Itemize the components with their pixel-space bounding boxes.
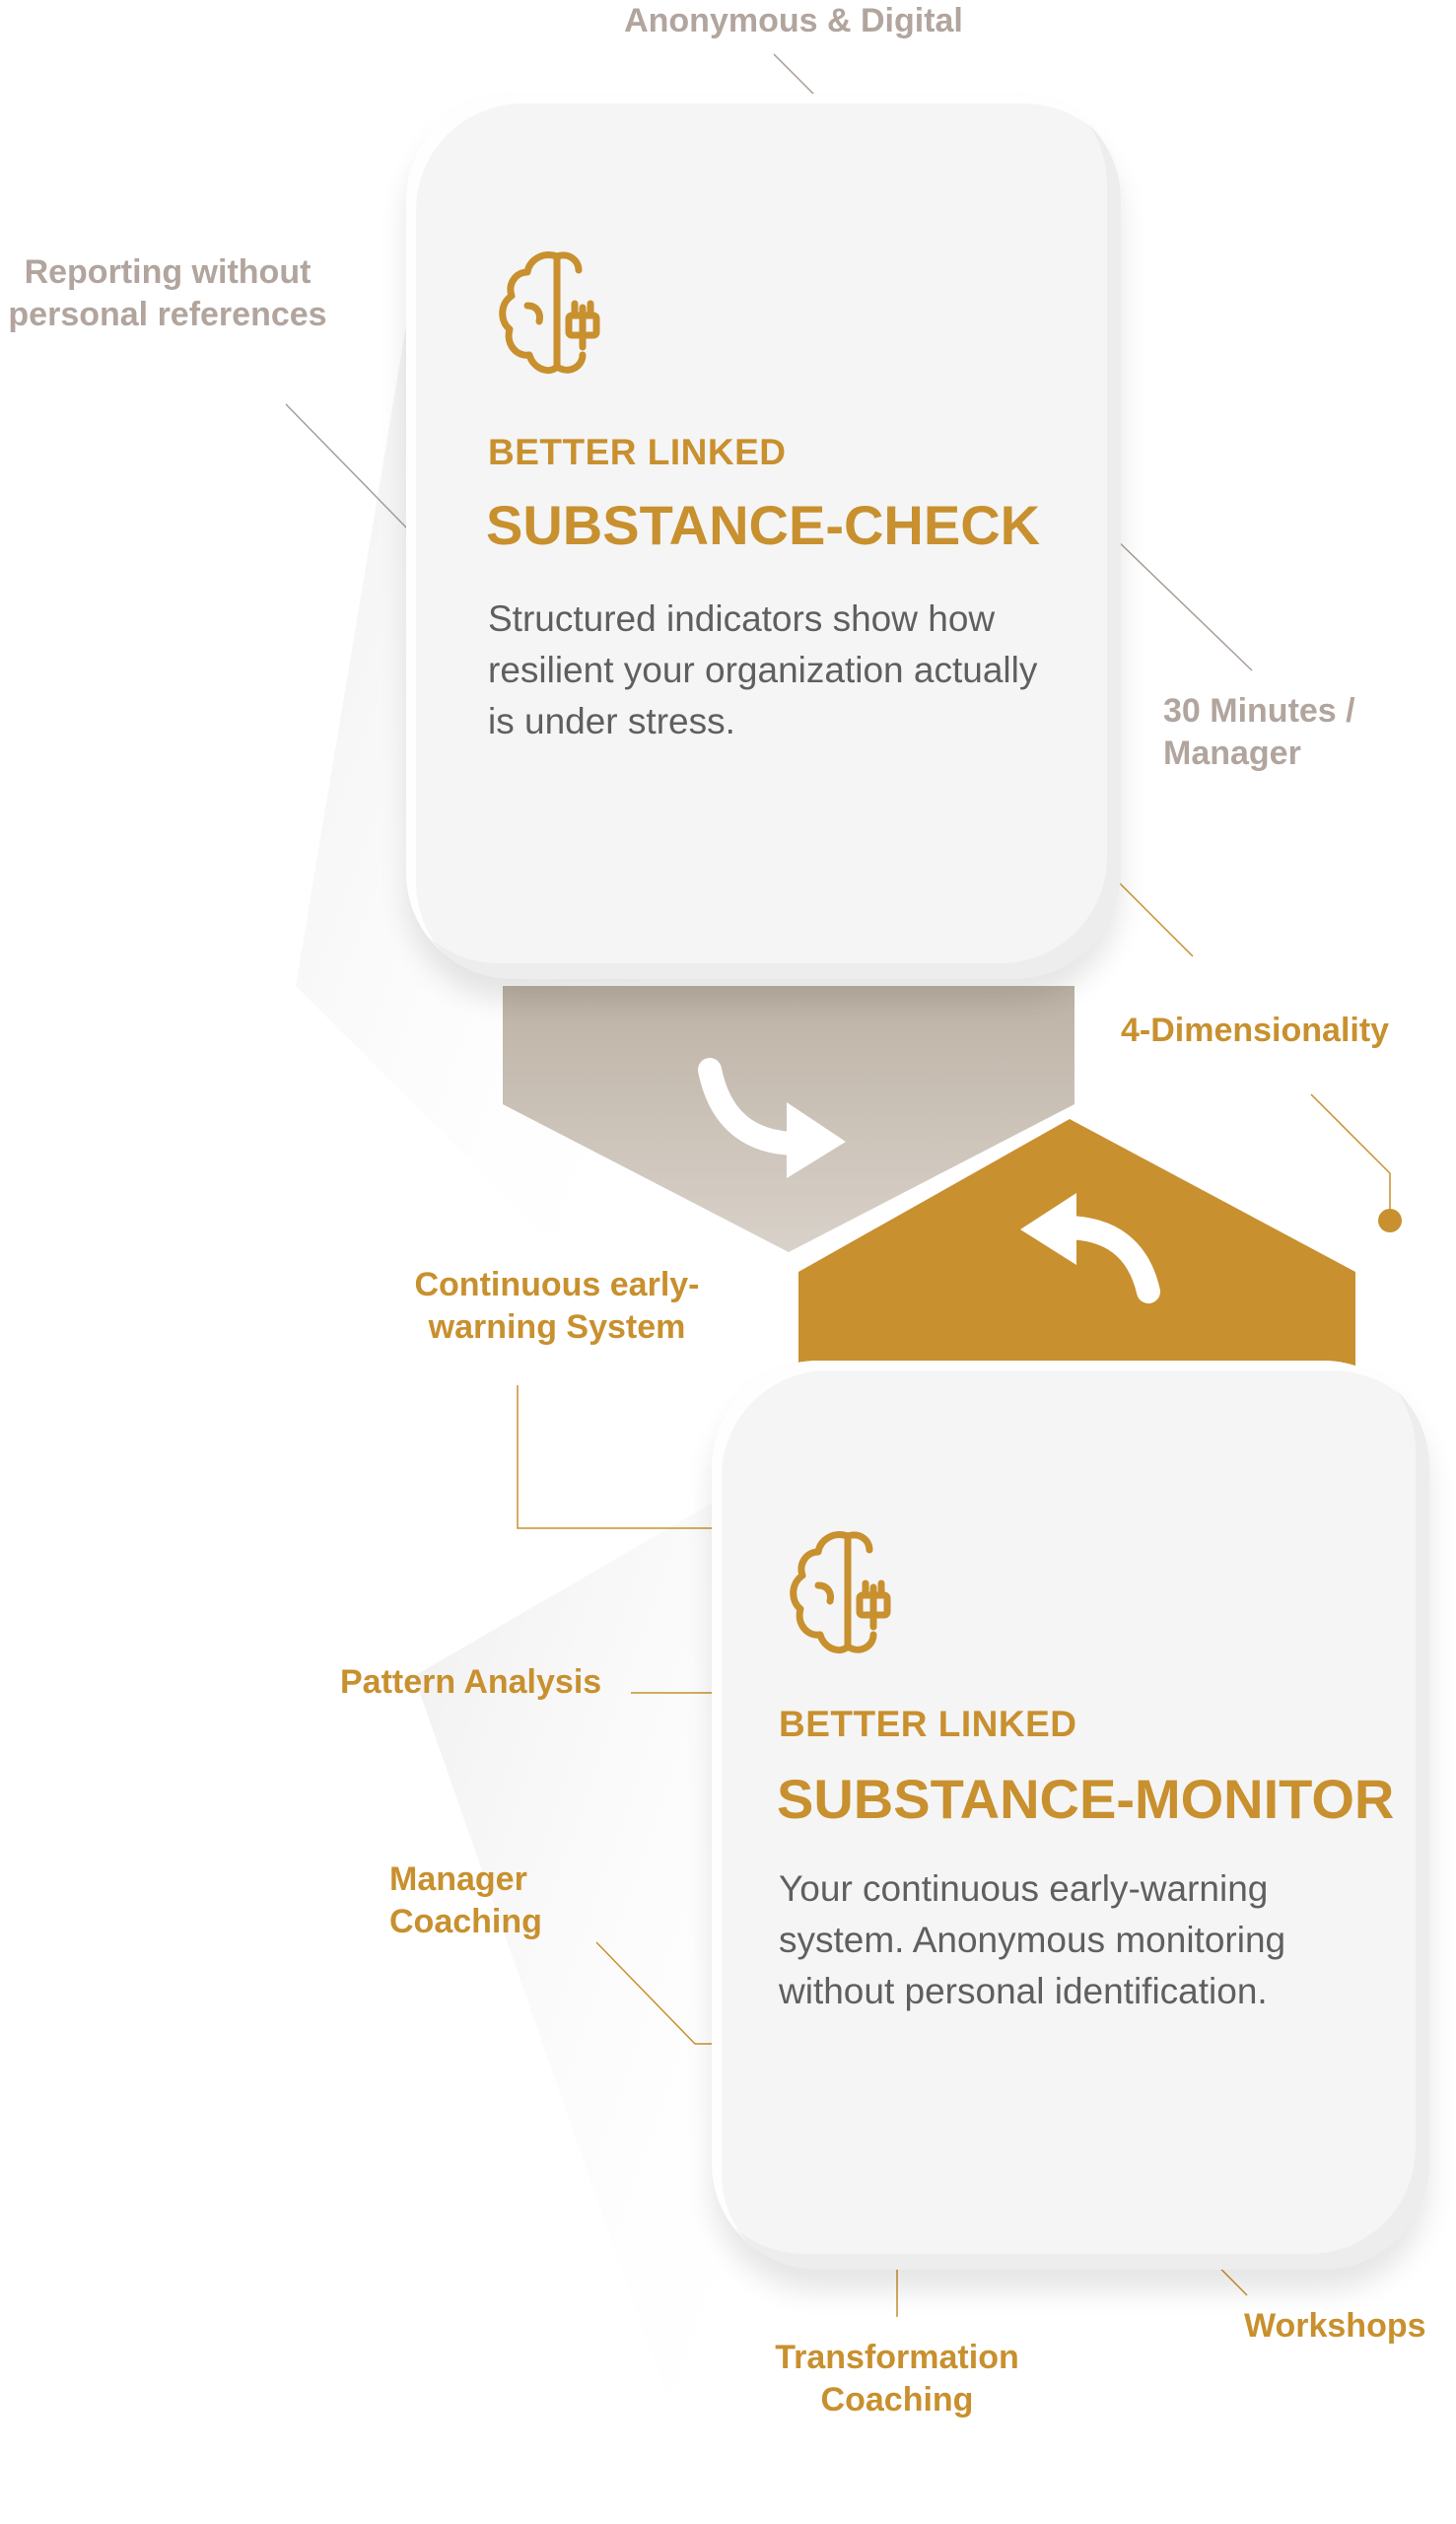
- leader-line-early-warning: [517, 1385, 764, 1529]
- callout-anonymous-digital: Anonymous & Digital: [624, 2, 963, 39]
- card-title: SUBSTANCE-CHECK: [486, 494, 1041, 556]
- leader-line-four-dimensionality-b: [1310, 1093, 1391, 1221]
- substance-check-card: [406, 94, 1121, 979]
- card-description: Your continuous early-warning system. An…: [779, 1868, 1286, 2011]
- brain-plug-icon: [790, 1531, 891, 1653]
- substance-monitor-card: [712, 1361, 1429, 2270]
- arrow-up-shape: [798, 1119, 1355, 1370]
- callout-manager-coaching: Manager Coaching: [389, 1860, 542, 1940]
- callout-workshops: Workshops: [1244, 2307, 1426, 2345]
- callout-pattern-analysis: Pattern Analysis: [340, 1663, 602, 1701]
- callout-four-dimensionality: 4-Dimensionality: [1121, 1012, 1390, 1049]
- card-kicker: BETTER LINKED: [779, 1704, 1077, 1744]
- card-title: SUBSTANCE-MONITOR: [777, 1768, 1395, 1830]
- card-bottom-shadow: [414, 1499, 749, 2465]
- callout-transformation-coaching: Transformation Coaching: [775, 2339, 1019, 2419]
- callout-thirty-minutes: 30 Minutes / Manager: [1163, 692, 1355, 772]
- card-description: Structured indicators show how resilient…: [488, 598, 1038, 741]
- callout-reporting: Reporting without personal references: [8, 253, 327, 333]
- callout-dot-four-dimensionality-b: [1378, 1209, 1402, 1232]
- curved-arrow-left-icon: [1020, 1193, 1160, 1303]
- card-kicker: BETTER LINKED: [488, 432, 787, 472]
- curved-arrow-right-icon: [698, 1058, 846, 1178]
- callout-early-warning: Continuous early-warning System: [414, 1266, 700, 1346]
- brain-plug-icon: [499, 251, 600, 374]
